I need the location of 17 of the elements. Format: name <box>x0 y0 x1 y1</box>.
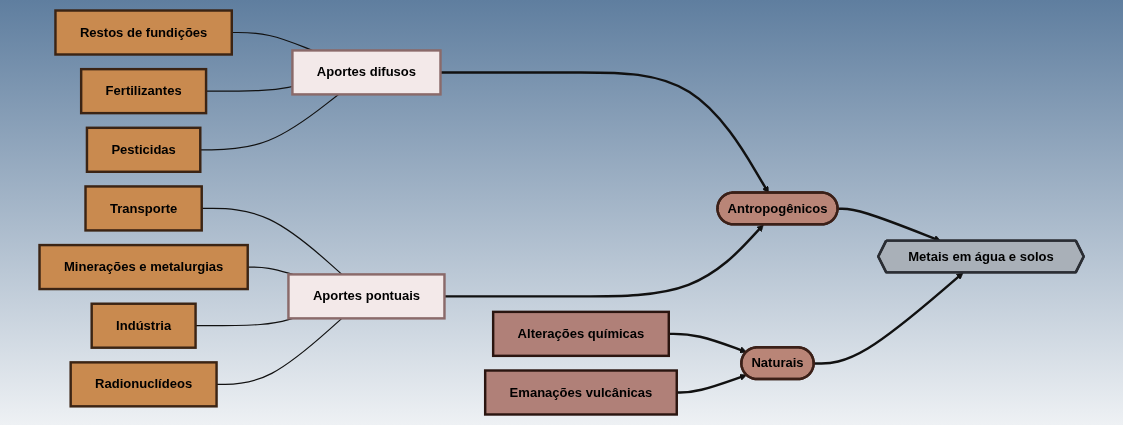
node-box: Indústria <box>90 302 197 349</box>
node-box: Aportes difusos <box>291 49 442 96</box>
node-box: Pesticidas <box>85 126 202 173</box>
node-box: Transporte <box>84 185 203 232</box>
node-box: Fertilizantes <box>79 67 208 115</box>
connector <box>205 85 293 92</box>
node-box: Alterações químicas <box>491 310 670 358</box>
arrow <box>668 332 747 354</box>
node-box: Minerações e metalurgias <box>38 243 249 291</box>
arrow <box>813 272 964 365</box>
arrow <box>676 373 747 394</box>
node-box: Radionuclídeos <box>69 361 218 408</box>
connector <box>201 207 343 275</box>
arrow <box>444 224 764 298</box>
node-box: Emanações vulcânicas <box>483 369 678 416</box>
node-box: Restos de fundições <box>54 9 233 56</box>
node-box: Aportes pontuais <box>287 273 446 320</box>
